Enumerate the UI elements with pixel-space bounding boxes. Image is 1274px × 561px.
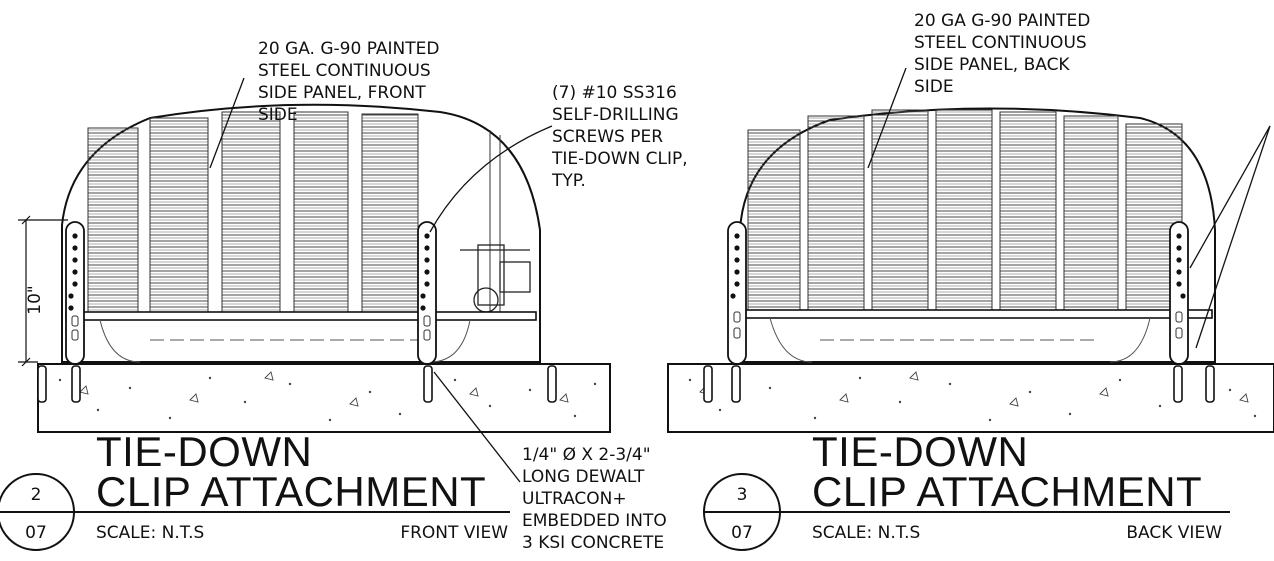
view-label-detail-2: FRONT VIEW [400, 523, 508, 543]
concrete-slab-back [667, 363, 1274, 433]
ac-unit-front [61, 103, 541, 363]
leader-lines-back [867, 67, 1271, 349]
tie-down-clip-right-back [1169, 221, 1189, 365]
title-block-detail-2: 2 07 TIE-DOWN CLIP ATTACHMENT SCALE: N.T… [0, 428, 510, 551]
dimension-10-inch-label: 10" [25, 285, 45, 314]
sheet-number-3: 07 [731, 523, 753, 543]
dimension-10-inch [18, 215, 68, 367]
detail-number-3: 3 [737, 485, 748, 505]
title-block-detail-3: 3 07 TIE-DOWN CLIP ATTACHMENT SCALE: N.T… [703, 428, 1230, 551]
note-screws: (7) #10 SS316 SELF-DRILLING SCREWS PER T… [551, 83, 693, 191]
title-line2-detail-3: CLIP ATTACHMENT [812, 468, 1202, 515]
scale-detail-2: SCALE: N.T.S [96, 523, 204, 543]
title-line1-detail-2: TIE-DOWN [96, 428, 312, 475]
ac-unit-back [739, 107, 1216, 363]
tie-down-clip-right-front [417, 221, 437, 365]
view-label-detail-3: BACK VIEW [1126, 523, 1222, 543]
title-line1-detail-3: TIE-DOWN [812, 428, 1028, 475]
concrete-slab-front [37, 363, 611, 433]
note-side-panel-front: 20 GA. G-90 PAINTED STEEL CONTINUOUS SID… [258, 39, 445, 125]
tie-down-clip-left-back [727, 221, 747, 365]
concrete-anchors-back [703, 365, 1215, 403]
sheet-number-2: 07 [25, 523, 47, 543]
louver-panels-front [87, 111, 501, 314]
louver-panels-back [747, 109, 1183, 311]
detail-3-back-view: 20 GA G-90 PAINTED STEEL CONTINUOUS SIDE… [667, 11, 1274, 551]
detail-number-2: 2 [31, 485, 42, 505]
tie-down-clip-left-front [65, 221, 85, 365]
detail-2-front-view: 10" 20 GA. G-90 PAINTED STEEL CONTINUOUS… [0, 39, 693, 553]
concrete-anchors-front [37, 365, 557, 403]
note-anchor: 1/4" Ø X 2-3/4" LONG DEWALT ULTRACON+ EM… [522, 445, 672, 553]
leader-lines-front [209, 77, 553, 483]
scale-detail-3: SCALE: N.T.S [812, 523, 920, 543]
title-line2-detail-2: CLIP ATTACHMENT [96, 468, 486, 515]
note-side-panel-back: 20 GA G-90 PAINTED STEEL CONTINUOUS SIDE… [914, 11, 1096, 97]
